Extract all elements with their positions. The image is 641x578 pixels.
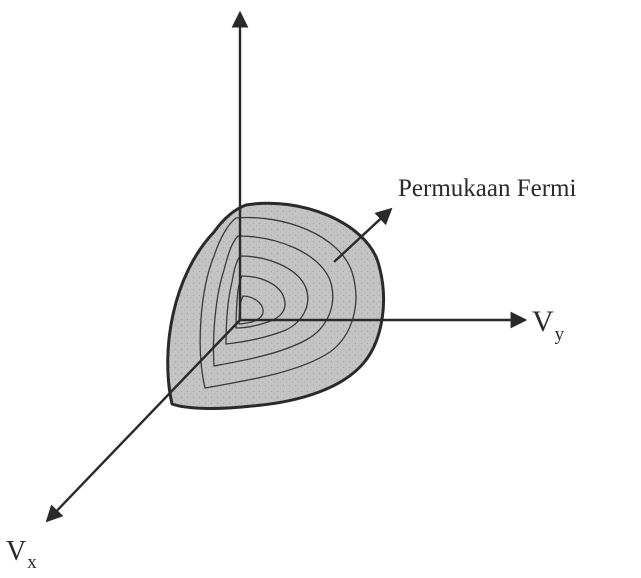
surface-label: Permukaan Fermi bbox=[398, 175, 576, 202]
vx-axis bbox=[45, 319, 241, 523]
vx-axis-label: Vx bbox=[6, 536, 37, 573]
surface-pointer-arrow bbox=[333, 207, 393, 263]
vy-axis-label: Vy bbox=[532, 305, 565, 345]
vx-axis-subscript: x bbox=[27, 552, 37, 573]
vy-axis-letter: V bbox=[532, 305, 554, 338]
fermi-surface-contours bbox=[199, 216, 357, 389]
axes bbox=[45, 10, 528, 523]
fermi-surface bbox=[166, 201, 385, 410]
fermi-surface-shape bbox=[166, 201, 385, 410]
vx-axis-letter: V bbox=[6, 536, 26, 567]
vy-axis-subscript: y bbox=[555, 324, 565, 345]
